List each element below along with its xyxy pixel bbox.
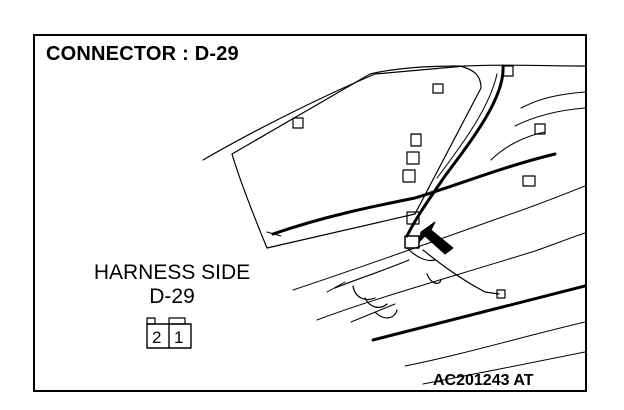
figure-id-label: AC201243 AT bbox=[433, 372, 534, 389]
fender-line bbox=[316, 232, 585, 321]
hood-line bbox=[292, 185, 585, 291]
lower-harness bbox=[371, 284, 585, 342]
pillar-connector-2 bbox=[406, 151, 420, 165]
indicator-arrow bbox=[418, 221, 454, 255]
pillar-connector-3 bbox=[402, 169, 416, 183]
vehicle-harness-illustration: 2 1 bbox=[146, 64, 585, 385]
harness-side-label: HARNESS SIDE bbox=[93, 261, 251, 284]
roof-outline bbox=[202, 64, 585, 161]
visor-connector bbox=[292, 117, 304, 129]
a-pillar-harness bbox=[405, 64, 505, 238]
roof-connector-2 bbox=[432, 83, 444, 94]
pillar-connector-4 bbox=[406, 211, 420, 225]
windshield-outline bbox=[231, 65, 482, 249]
diagram-frame: CONNECTOR : D-29 bbox=[33, 34, 587, 392]
pillar-connector-1 bbox=[410, 133, 422, 147]
side-connector bbox=[522, 175, 536, 187]
right-connector bbox=[534, 123, 546, 135]
connector-title: CONNECTOR : D-29 bbox=[46, 43, 239, 65]
pin-1-label: 1 bbox=[174, 328, 183, 347]
d29-connector-shape bbox=[404, 235, 420, 249]
roof-connector bbox=[502, 65, 514, 77]
cowl-harness bbox=[271, 152, 557, 236]
pin-2-label: 2 bbox=[152, 328, 161, 347]
connector-face-icon: 2 1 bbox=[146, 317, 192, 349]
connector-code-label: D-29 bbox=[149, 285, 195, 308]
